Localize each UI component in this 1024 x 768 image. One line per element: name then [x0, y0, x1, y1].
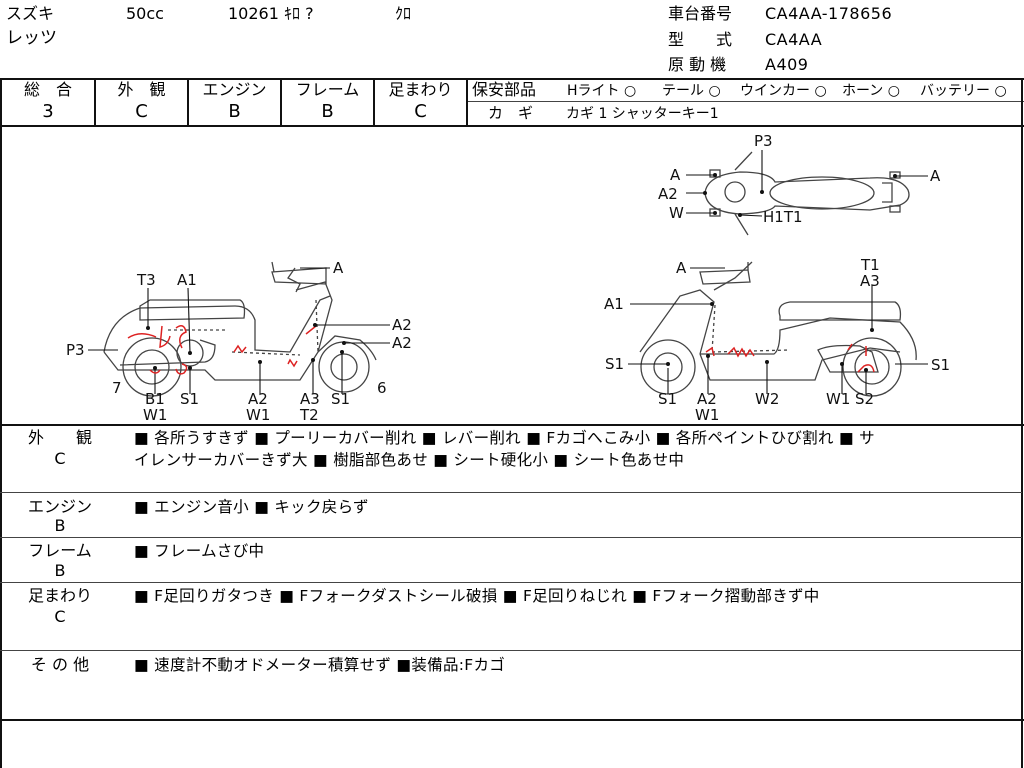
label-s1-left-b: S1 [331, 390, 350, 408]
exterior-notes-label: 外 観 [27, 428, 92, 447]
label-7-left: 7 [112, 379, 122, 397]
other-notes-label: そ の 他 [30, 655, 90, 674]
label-a3-right: A3 [860, 272, 880, 290]
suspension-notes-label: 足まわり [27, 586, 92, 605]
label-a3-left: A3 [300, 390, 320, 408]
horn-status: ホーン ○ [842, 83, 900, 99]
label-a-right: A [676, 259, 687, 277]
winker-status: ウインカー ○ [740, 83, 827, 99]
label-s1-right-r: S1 [931, 356, 950, 374]
label-a2-left-2: A2 [392, 334, 412, 352]
label-s1-right-b: S1 [658, 390, 677, 408]
frame-number: CA4AA-178656 [765, 4, 893, 23]
key-value: カギ 1 シャッターキー1 [566, 106, 719, 122]
displacement: 50cc [126, 4, 164, 23]
model-name: レッツ [6, 28, 57, 48]
headlight-status: Hライト ○ [567, 83, 637, 99]
mileage-info: 10261 ｷﾛ ? [228, 4, 314, 23]
label-p3-top: P3 [754, 132, 773, 150]
label-a-top-left: A [670, 166, 681, 184]
frame-number-label: 車台番号 [668, 4, 733, 23]
label-w1-left-b: W1 [246, 406, 270, 424]
label-w1-right-c: W1 [826, 390, 850, 408]
exterior-notes-grade: C [54, 449, 66, 468]
label-t2-left: T2 [299, 406, 319, 424]
overall-grade-label: 総 合 [23, 80, 72, 99]
label-w-top: W [669, 204, 684, 222]
engine-grade: B [228, 101, 241, 122]
label-t3-left: T3 [136, 271, 156, 289]
exterior-grade: C [135, 101, 148, 122]
label-b1-left: B1 [145, 390, 165, 408]
label-a2-left-1: A2 [392, 316, 412, 334]
damage-diagram: P3 A A2 W H1T1 A T3 A1 A A2 A2 P3 7 6 B1… [66, 132, 950, 424]
exterior-notes-line1: ■ 各所うすきず ■ プーリーカバー削れ ■ レバー削れ ■ Fカゴへこみ小 ■… [134, 429, 875, 447]
label-a2-right-b: A2 [697, 390, 717, 408]
suspension-notes-grade: C [54, 607, 66, 626]
label-a2-left-b: A2 [248, 390, 268, 408]
engine-model-label: 原 動 機 [668, 55, 727, 74]
suspension-notes-text: ■ F足回りガタつき ■ Fフォークダストシール破損 ■ F足回りねじれ ■ F… [134, 587, 820, 605]
label-s1-left: S1 [180, 390, 199, 408]
top-view-scooter [704, 151, 910, 236]
label-s2-right: S2 [855, 390, 874, 408]
model-type: CA4AA [765, 30, 823, 49]
label-a-left: A [333, 259, 344, 277]
safety-parts-label: 保安部品 [472, 80, 537, 99]
engine-notes-label: エンジン [27, 497, 92, 516]
engine-grade-label: エンジン [202, 80, 267, 99]
left-side-scooter [103, 261, 377, 397]
frame-notes-label: フレーム [28, 541, 92, 560]
exterior-notes-line2: イレンサーカバーきず大 ■ 樹脂部色あせ ■ シート硬化小 ■ シート色あせ中 [134, 451, 685, 469]
label-a2-top: A2 [658, 185, 678, 203]
taillight-status: テール ○ [662, 83, 721, 99]
damage-markings [127, 325, 875, 375]
battery-status: バッテリー ○ [920, 83, 1007, 99]
frame-notes-text: ■ フレームさび中 [134, 542, 265, 560]
label-w2-right: W2 [755, 390, 779, 408]
overall-grade: 3 [42, 101, 54, 122]
key-label: カ ギ [488, 104, 534, 122]
label-w1-right-b: W1 [695, 406, 719, 424]
label-s1-right-l: S1 [605, 355, 624, 373]
exterior-grade-label: 外 観 [117, 80, 166, 99]
label-a1-left: A1 [177, 271, 197, 289]
model-type-label: 型 式 [668, 30, 733, 49]
label-w1-left: W1 [143, 406, 167, 424]
label-a-top-right: A [930, 167, 941, 185]
suspension-grade: C [414, 101, 427, 122]
label-t1-right: T1 [860, 256, 880, 274]
label-a1-right: A1 [604, 295, 624, 313]
frame-notes-grade: B [54, 561, 66, 580]
body-color: ｸﾛ [395, 4, 412, 23]
frame-grade-label: フレーム [295, 80, 360, 99]
suspension-grade-label: 足まわり [388, 80, 453, 99]
label-h1t1-top: H1T1 [763, 208, 803, 226]
engine-notes-grade: B [54, 516, 66, 535]
label-p3-left: P3 [66, 341, 85, 359]
maker-name: スズキ [6, 4, 55, 23]
frame-grade: B [321, 101, 334, 122]
engine-model: A409 [765, 55, 809, 74]
engine-notes-text: ■ エンジン音小 ■ キック戻らず [134, 498, 369, 516]
other-notes-text: ■ 速度計不動オドメーター積算せず ■装備品:Fカゴ [134, 656, 506, 674]
label-6-left: 6 [377, 379, 387, 397]
